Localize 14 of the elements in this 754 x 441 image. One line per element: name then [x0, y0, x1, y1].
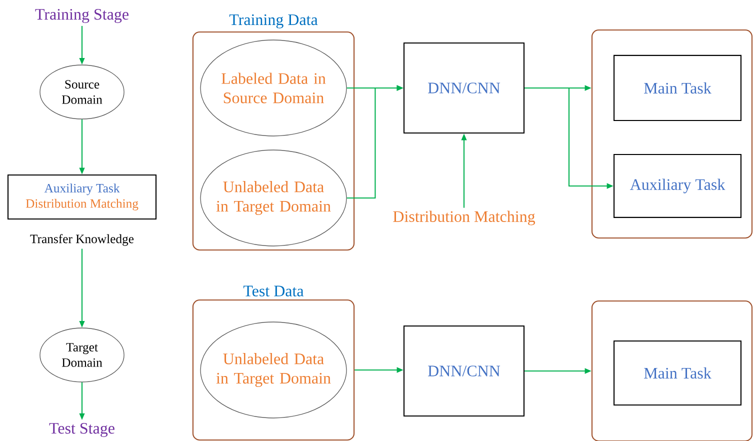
- process-box: Auxiliary Task: [614, 154, 742, 218]
- text-label: Training Stage: [35, 8, 128, 24]
- text-label: Transfer Knowledge: [30, 234, 134, 246]
- group-frame: [591, 29, 753, 239]
- process-box: Main Task: [614, 340, 742, 406]
- process-box: Auxiliary Task Distribution Matching: [7, 174, 157, 220]
- process-box: DNN/CNN: [403, 42, 525, 134]
- process-box: Main Task: [614, 54, 742, 122]
- process-box: DNN/CNN: [403, 325, 525, 417]
- node-label: Training Data: [229, 14, 318, 28]
- node-label: Test Data: [243, 286, 304, 296]
- group-frame: [591, 300, 753, 441]
- text-label: Distribution Matching: [393, 210, 536, 226]
- text-label: Test Stage: [49, 422, 114, 437]
